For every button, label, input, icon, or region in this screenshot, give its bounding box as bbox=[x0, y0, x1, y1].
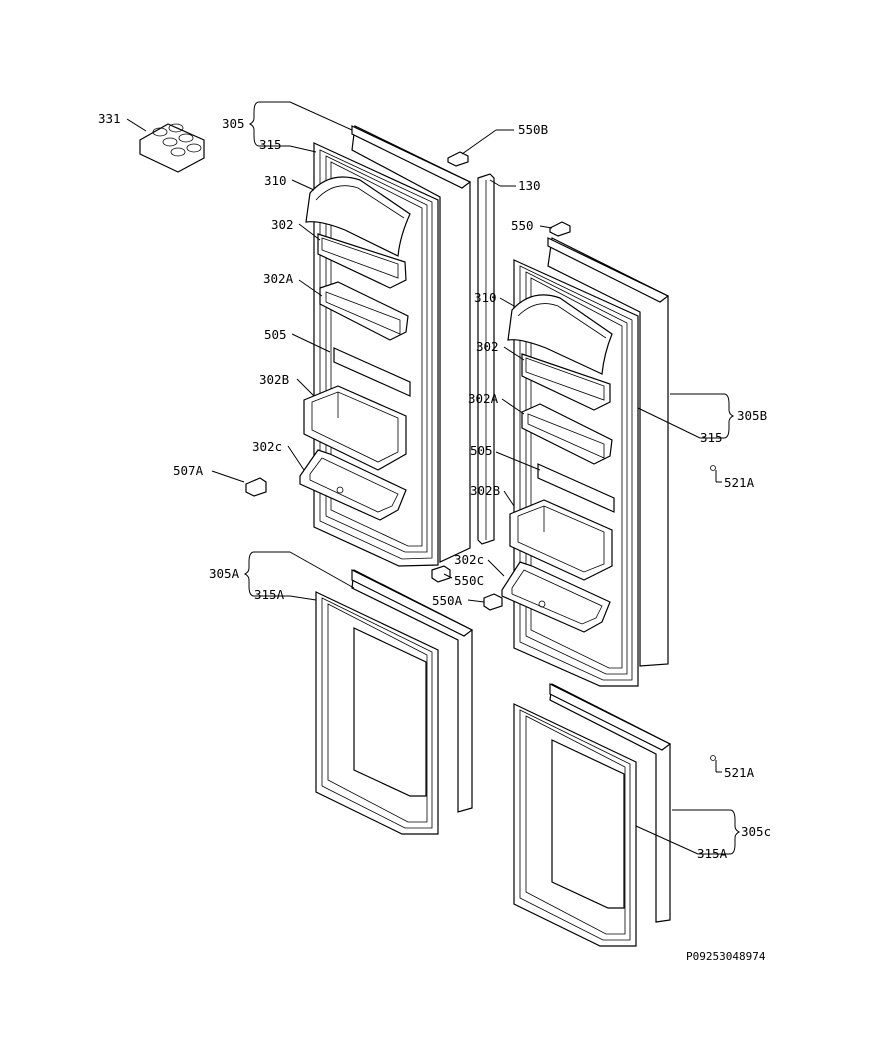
left-door-shelf-302 bbox=[317, 233, 407, 289]
clip-507a bbox=[245, 477, 267, 497]
label-315a-right: 315A bbox=[697, 846, 728, 861]
egg-tray-331 bbox=[139, 123, 205, 173]
hinge-cap-550 bbox=[549, 221, 571, 237]
label-302c: 302c bbox=[252, 439, 282, 454]
label-315a: 315A bbox=[254, 587, 285, 602]
right-door-shelf-302a bbox=[521, 403, 613, 465]
label-315: 315 bbox=[259, 137, 282, 152]
label-505-right: 505 bbox=[470, 443, 493, 458]
left-lower-door bbox=[315, 569, 474, 835]
label-521a-bottom: 521A bbox=[724, 765, 755, 780]
part-labels: 331 305 315 310 302 302A 505 302B 302c 5… bbox=[98, 111, 771, 963]
left-shelf-cover-310 bbox=[305, 176, 411, 257]
screw-521a-top bbox=[710, 465, 716, 471]
label-505: 505 bbox=[264, 327, 287, 342]
hinge-cap-550c bbox=[431, 565, 451, 583]
label-302-right: 302 bbox=[476, 339, 499, 354]
left-door-bin-302b bbox=[303, 385, 407, 471]
label-550: 550 bbox=[511, 218, 534, 233]
right-strip-505 bbox=[537, 463, 615, 513]
label-315-right: 315 bbox=[700, 430, 723, 445]
label-310: 310 bbox=[264, 173, 287, 188]
seal-strip-130 bbox=[477, 173, 495, 545]
label-305c: 305c bbox=[741, 824, 771, 839]
label-302a-right: 302A bbox=[468, 391, 499, 406]
label-331: 331 bbox=[98, 111, 121, 126]
label-507a: 507A bbox=[173, 463, 204, 478]
right-door-shelf-302 bbox=[521, 353, 611, 411]
label-302c-right: 302c bbox=[454, 552, 484, 567]
label-305a: 305A bbox=[209, 566, 240, 581]
label-550b: 550B bbox=[518, 122, 548, 137]
hinge-cap-550a bbox=[483, 593, 503, 611]
leader-lines bbox=[126, 101, 741, 855]
label-550c: 550C bbox=[454, 573, 484, 588]
label-302a: 302A bbox=[263, 271, 294, 286]
label-302b-right: 302B bbox=[470, 483, 500, 498]
label-305b: 305B bbox=[737, 408, 767, 423]
label-305: 305 bbox=[222, 116, 245, 131]
label-521a-top: 521A bbox=[724, 475, 755, 490]
left-door-bin-302c bbox=[299, 449, 407, 521]
label-130: 130 bbox=[518, 178, 541, 193]
right-door-bin-302b bbox=[509, 499, 613, 581]
screw-521a-bottom bbox=[710, 755, 716, 761]
left-door-shelf-302a bbox=[319, 281, 409, 341]
label-310-right: 310 bbox=[474, 290, 497, 305]
left-strip-505 bbox=[333, 347, 411, 397]
right-shelf-cover-310 bbox=[507, 294, 613, 375]
label-550a: 550A bbox=[432, 593, 463, 608]
right-door-bin-302c bbox=[501, 561, 611, 633]
label-302: 302 bbox=[271, 217, 294, 232]
hinge-cap-550b bbox=[447, 151, 469, 167]
label-302b: 302B bbox=[259, 372, 289, 387]
right-lower-door bbox=[513, 683, 672, 947]
diagram-code: P09253048974 bbox=[686, 950, 766, 963]
